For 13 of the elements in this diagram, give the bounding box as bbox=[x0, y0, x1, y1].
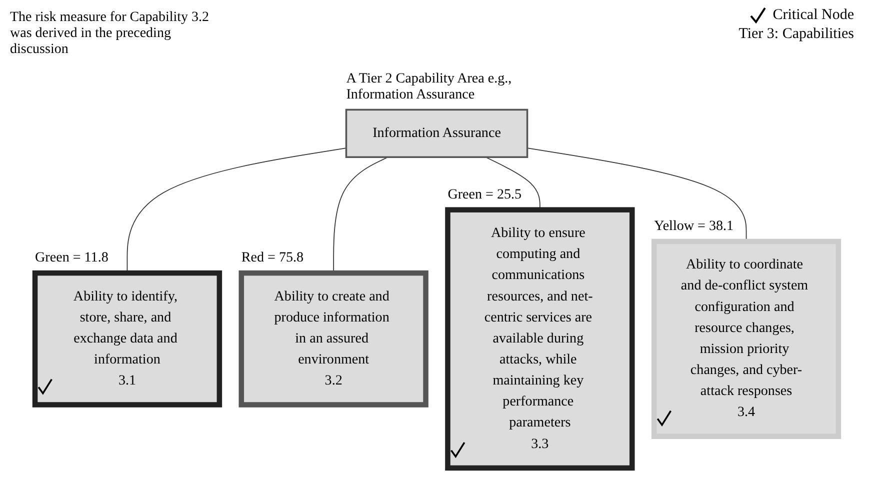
node-box: Information Assurance bbox=[346, 108, 528, 158]
legend-label: Critical Node bbox=[772, 6, 854, 24]
node-box: Ability to create and produce information in an assured environment 3.2 bbox=[239, 270, 429, 408]
tier-caption: A Tier 2 Capability Area e.g., Information Assurance bbox=[346, 71, 513, 103]
node-box: Ability to identify, store, share, and exchange data and information 3.1 bbox=[32, 270, 222, 408]
risk-score: Red = 75.8 bbox=[242, 250, 304, 266]
risk-score: Green = 11.8 bbox=[35, 250, 109, 266]
risk-score: Green = 25.5 bbox=[448, 186, 522, 203]
note-text: The risk measure for Capability 3.2 was derived in the preceding discussion bbox=[10, 10, 210, 58]
node-box: Ability to ensure computing and communications resources, and net-centric services are available during attacks, while maintaining key performance parameters 3.3 bbox=[445, 207, 635, 471]
node-box: Ability to coordinate and de-conflict system configuration and resource changes, mission priority changes, and cyber-attack responses 3.4 bbox=[652, 238, 842, 439]
tier-label: Tier 3: Capabilities bbox=[738, 26, 854, 43]
risk-score: Yellow = 38.1 bbox=[654, 218, 734, 234]
